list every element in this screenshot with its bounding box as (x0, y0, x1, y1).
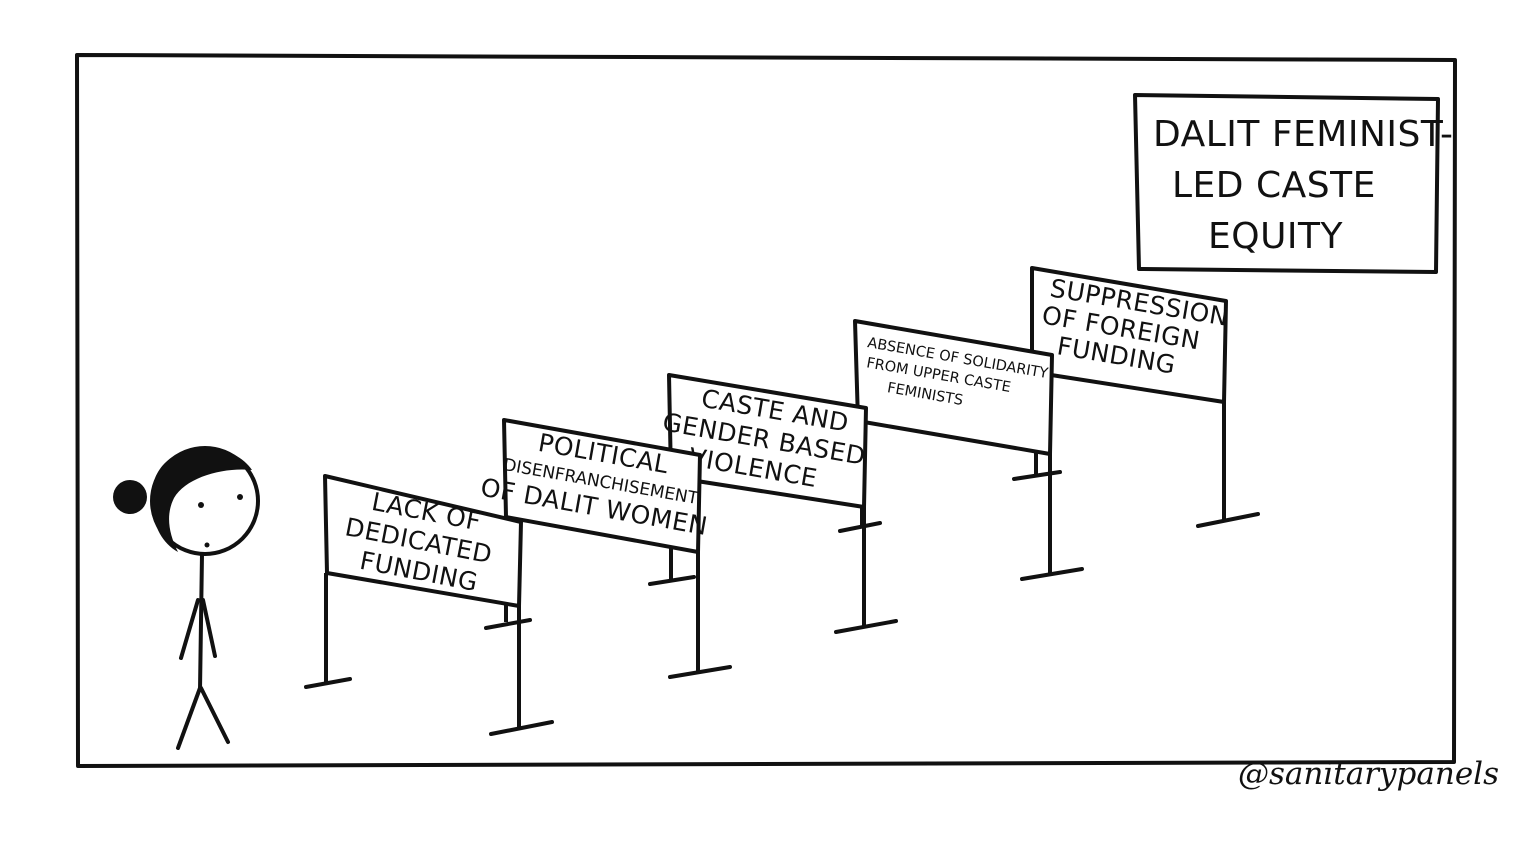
hurdle-board (853, 319, 1054, 456)
hurdle-foot (834, 619, 898, 634)
goal-box (1133, 93, 1440, 274)
panel-border (75, 53, 1457, 768)
figure-mouth (204, 542, 210, 548)
figure-eye-right (237, 494, 243, 500)
figure-leg-left (176, 686, 202, 750)
hurdle-4: ABSENCE OF SOLIDARITY FROM UPPER CASTE F… (838, 319, 1084, 581)
figure-hair (151, 447, 252, 552)
hurdle-board (1030, 266, 1228, 404)
hurdle-foot (1020, 567, 1084, 581)
goal-sign: DALIT FEMINIST- LED CASTE EQUITY (1133, 93, 1454, 274)
goal-line-2: LED CASTE (1172, 165, 1376, 206)
hurdle-foot (1012, 470, 1062, 481)
hurdle-foot (1196, 512, 1260, 528)
figure-arm-left (179, 598, 200, 660)
artist-credit: @sanitarypanels (1238, 756, 1500, 792)
hurdle-foot (838, 521, 882, 533)
hurdle-foot (489, 720, 554, 736)
figure-leg-right (199, 686, 230, 744)
hurdle-foot (648, 575, 696, 586)
hurdle-board (502, 418, 702, 554)
figure-body (198, 552, 204, 692)
hurdle-foot (304, 677, 352, 689)
figure-hair-bun (113, 480, 147, 514)
stick-figure (113, 446, 260, 750)
figure-arm-right (201, 598, 217, 658)
hurdle-board (667, 373, 868, 509)
hurdle-foot (668, 665, 732, 679)
goal-line-1: DALIT FEMINIST- (1153, 114, 1454, 155)
hurdle-foot (484, 618, 532, 630)
figure-eye-left (198, 502, 204, 508)
hurdle-5: SUPPRESSION OF FOREIGN FUNDING (1012, 266, 1260, 528)
goal-line-3: EQUITY (1208, 216, 1344, 257)
hurdle-board (323, 474, 523, 608)
hurdle-3: CASTE AND GENDER BASED VIOLENCE (648, 373, 898, 634)
